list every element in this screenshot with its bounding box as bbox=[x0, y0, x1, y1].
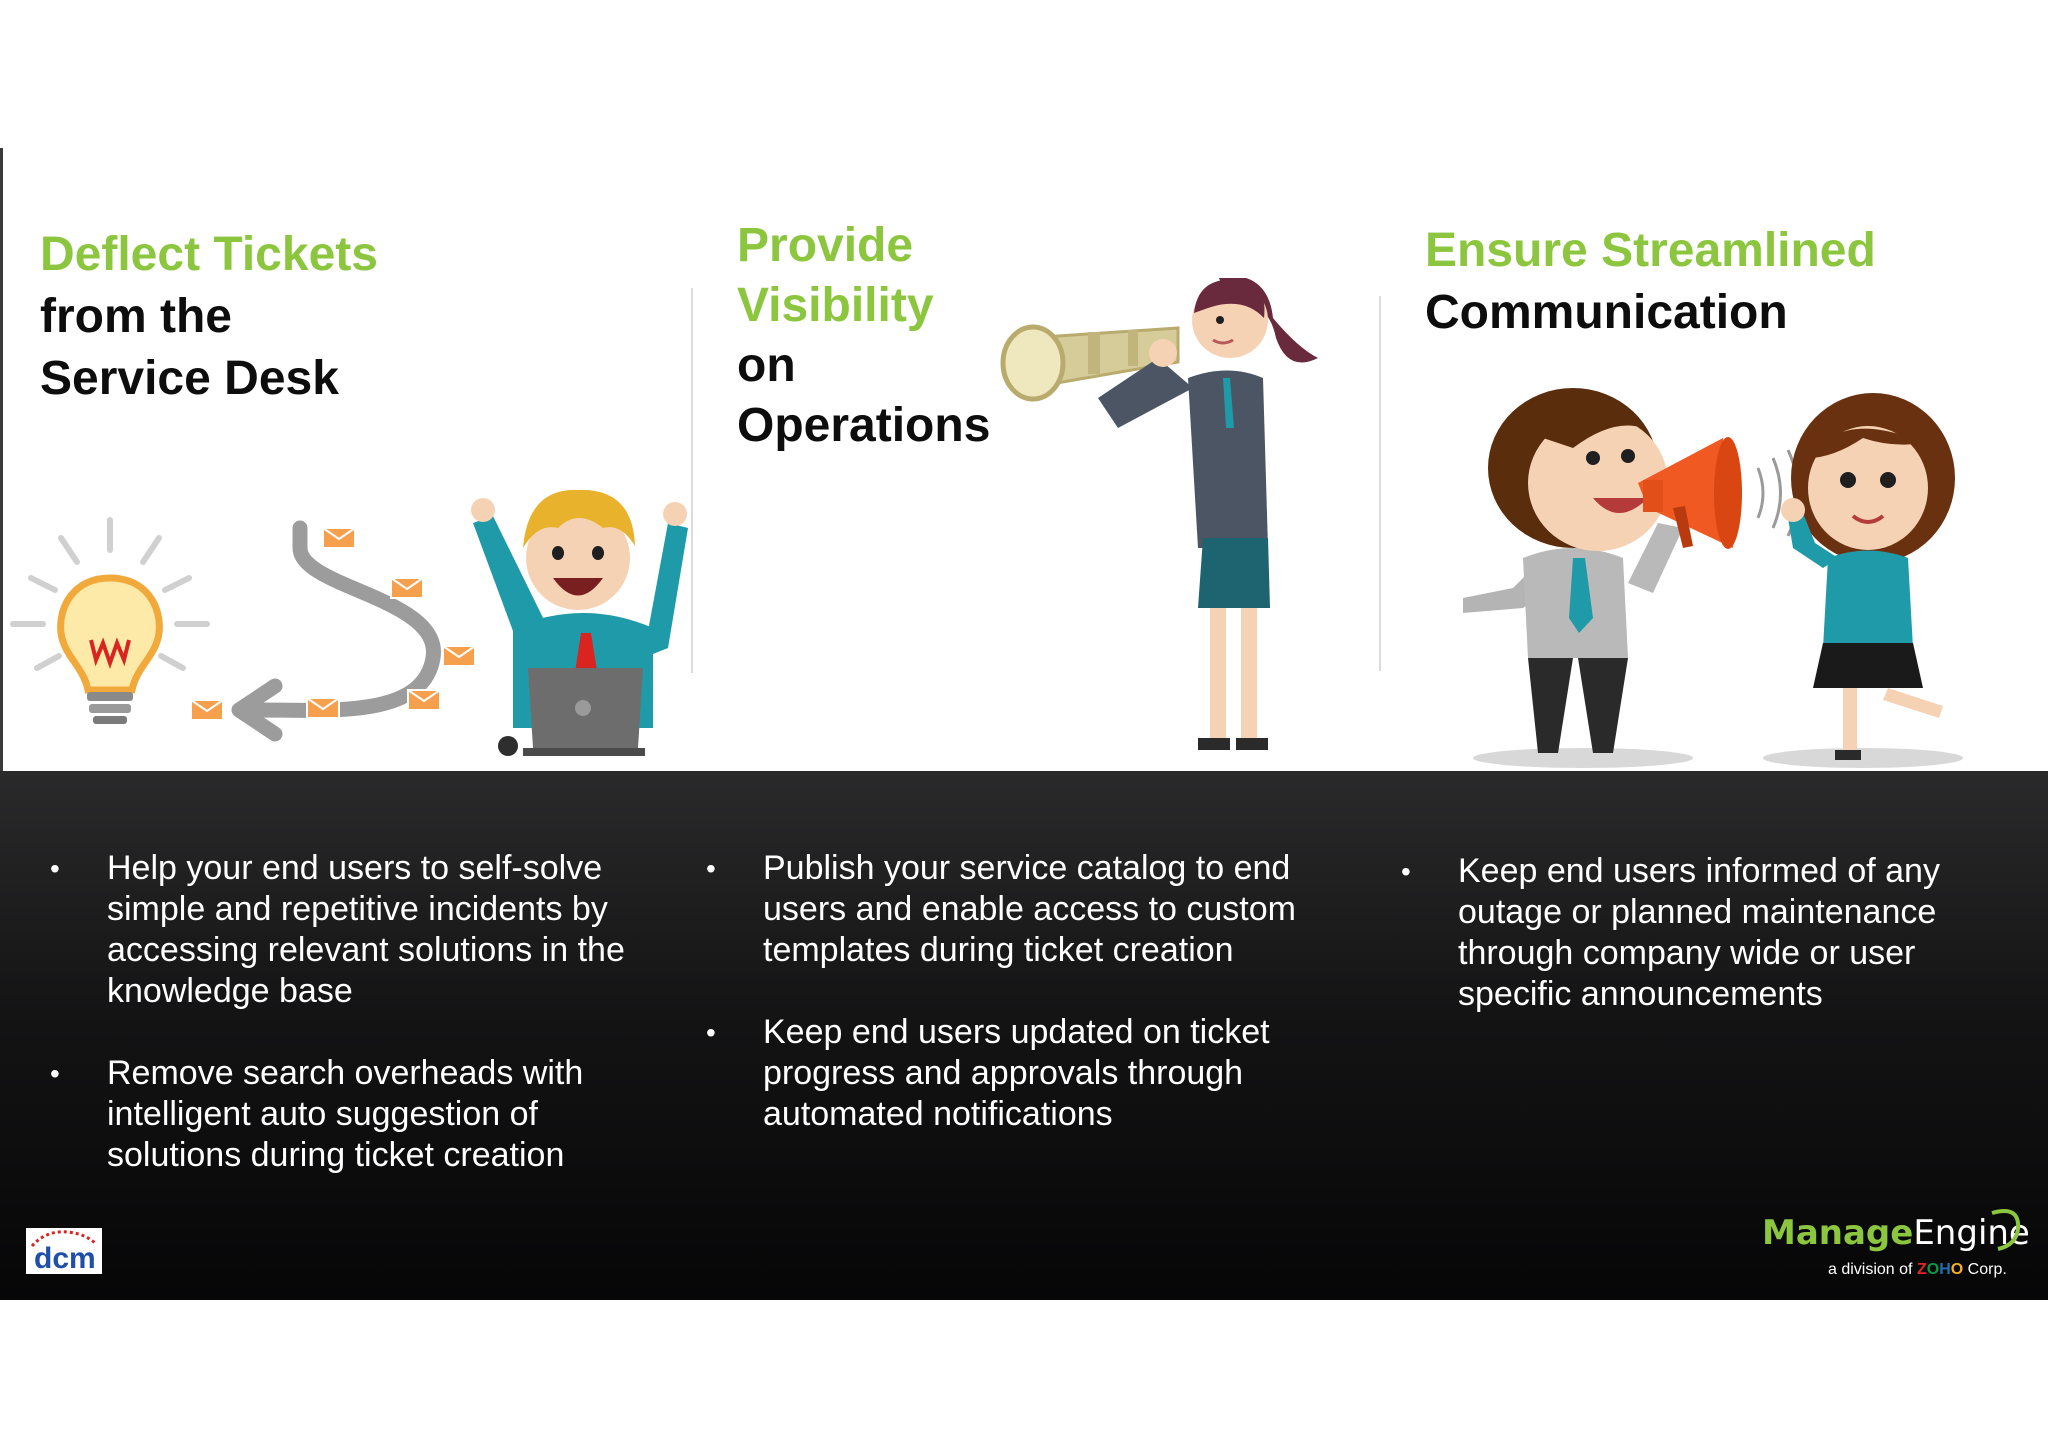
woman-listening bbox=[1781, 393, 1955, 760]
slide: Deflect Tickets from the Service Desk bbox=[0, 148, 2048, 1300]
zoho-letter: Z bbox=[1916, 1261, 1927, 1278]
zoho-logo: ZOHO bbox=[1917, 1261, 1963, 1278]
megaphone-illustration bbox=[1463, 388, 1963, 768]
heading-green: Ensure Streamlined bbox=[1425, 224, 1876, 277]
list-item: • Keep end users updated on ticket progre… bbox=[706, 1012, 1323, 1135]
heading-dark-line-2: Operations bbox=[737, 399, 991, 452]
bullet-list-communication: • Keep end users informed of any outage o… bbox=[1401, 851, 1978, 1056]
heading-green-line-2: Visibility bbox=[737, 279, 934, 332]
heading-deflect-tickets: Deflect Tickets from the Service Desk bbox=[40, 224, 378, 410]
heading-green: Deflect Tickets bbox=[40, 228, 378, 281]
bullet-list-visibility: • Publish your service catalog to end use… bbox=[706, 848, 1323, 1176]
manageengine-subtitle: a division of ZOHO Corp. bbox=[1828, 1261, 2007, 1279]
heading-ensure-communication: Ensure Streamlined Communication bbox=[1425, 220, 1876, 344]
bullet-dot: • bbox=[50, 1058, 60, 1089]
column-divider-1 bbox=[691, 288, 693, 673]
man-with-megaphone bbox=[1463, 388, 1683, 753]
dcm-logo-text: dcm bbox=[34, 1242, 96, 1274]
zoho-letter: O bbox=[1926, 1261, 1940, 1278]
telescope-woman-illustration bbox=[1000, 278, 1318, 750]
description-panel: • Help your end users to self-solve simpl… bbox=[0, 771, 2048, 1300]
column-divider-2 bbox=[1379, 296, 1381, 671]
happy-man-illustration bbox=[471, 489, 688, 756]
bullet-text: Keep end users informed of any outage or… bbox=[1458, 852, 1940, 1013]
subtitle-suffix: Corp. bbox=[1967, 1261, 2007, 1278]
heading-dark-line-1: on bbox=[737, 339, 796, 392]
bullet-dot: • bbox=[706, 1017, 716, 1048]
dcm-logo: dcm bbox=[26, 1228, 102, 1275]
megaphone-icon bbox=[1638, 437, 1800, 549]
bullet-list-deflect: • Help your end users to self-solve simpl… bbox=[50, 848, 667, 1217]
bullet-dot: • bbox=[50, 853, 60, 884]
list-item: • Keep end users informed of any outage o… bbox=[1401, 851, 1978, 1015]
deflect-illustration bbox=[10, 489, 688, 756]
envelope-icons bbox=[190, 527, 476, 721]
manageengine-manage: Manage bbox=[1762, 1213, 1914, 1253]
heading-dark-line-1: from the bbox=[40, 290, 232, 343]
bullet-text: Remove search overheads with intelligent… bbox=[107, 1054, 584, 1174]
heading-green-line-1: Provide bbox=[737, 219, 914, 272]
manageengine-logo: ManageEngine a division of ZOHO Corp. bbox=[1762, 1209, 2030, 1293]
manageengine-engine: Engine bbox=[1913, 1213, 2030, 1253]
heading-dark-line-1: Communication bbox=[1425, 286, 1788, 339]
subtitle-prefix: a division of bbox=[1828, 1261, 1913, 1278]
bullet-text: Keep end users updated on ticket progres… bbox=[763, 1013, 1270, 1133]
bullet-text: Help your end users to self-solve simple… bbox=[107, 849, 625, 1010]
heading-dark-line-2: Service Desk bbox=[40, 352, 339, 405]
zoho-letter: O bbox=[1950, 1261, 1964, 1278]
manageengine-wordmark: ManageEngine bbox=[1762, 1213, 2030, 1253]
lightbulb-icon bbox=[10, 517, 210, 724]
list-item: • Publish your service catalog to end use… bbox=[706, 848, 1323, 971]
zoho-letter: H bbox=[1939, 1261, 1951, 1278]
bullet-dot: • bbox=[706, 853, 716, 884]
list-item: • Remove search overheads with intelligen… bbox=[50, 1053, 667, 1176]
telescope-icon bbox=[1000, 324, 1180, 402]
bullet-text: Publish your service catalog to end user… bbox=[763, 849, 1296, 969]
list-item: • Help your end users to self-solve simpl… bbox=[50, 848, 667, 1012]
heading-provide-visibility: Provide Visibility on Operations bbox=[737, 216, 990, 456]
illustration-panel: Deflect Tickets from the Service Desk bbox=[0, 148, 2048, 771]
bullet-dot: • bbox=[1401, 856, 1411, 887]
swoosh-icon bbox=[1991, 1209, 2021, 1251]
